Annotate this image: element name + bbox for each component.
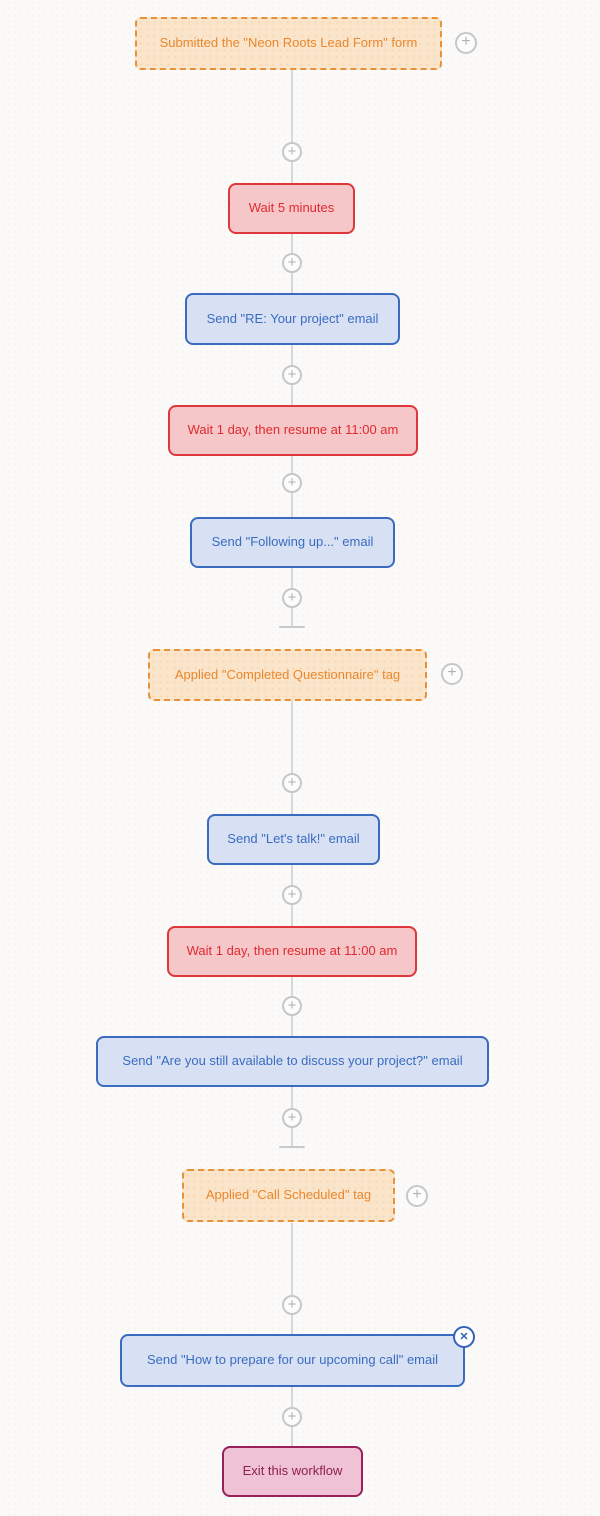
- plus-icon: +: [461, 33, 471, 50]
- node-label: Send "Are you still available to discuss…: [122, 1053, 463, 1069]
- plus-icon: +: [287, 773, 297, 791]
- add-step-button[interactable]: +: [282, 996, 302, 1016]
- node-trigger-call-scheduled[interactable]: Applied "Call Scheduled" tag: [182, 1169, 395, 1222]
- node-email-re-your-project[interactable]: Send "RE: Your project" email: [185, 293, 400, 345]
- node-email-how-to-prepare[interactable]: Send "How to prepare for our upcoming ca…: [120, 1334, 465, 1387]
- add-step-button[interactable]: +: [282, 253, 302, 273]
- node-trigger-form-submitted[interactable]: Submitted the "Neon Roots Lead Form" for…: [135, 17, 442, 70]
- node-wait-1-day-a[interactable]: Wait 1 day, then resume at 11:00 am: [168, 405, 418, 456]
- node-exit-workflow[interactable]: Exit this workflow: [222, 1446, 363, 1497]
- plus-icon: +: [412, 1186, 422, 1203]
- connector-line: [291, 1223, 293, 1334]
- plus-icon: +: [287, 1108, 297, 1126]
- node-wait-5-minutes[interactable]: Wait 5 minutes: [228, 183, 355, 234]
- add-step-button[interactable]: +: [282, 588, 302, 608]
- plus-icon: +: [287, 1407, 297, 1425]
- add-step-button[interactable]: +: [282, 142, 302, 162]
- node-label: Submitted the "Neon Roots Lead Form" for…: [159, 35, 418, 51]
- plus-icon: +: [287, 885, 297, 903]
- node-label: Applied "Completed Questionnaire" tag: [174, 666, 401, 682]
- add-step-button[interactable]: +: [282, 473, 302, 493]
- plus-icon: +: [287, 253, 297, 271]
- sequence-end-bar: [279, 1146, 305, 1148]
- node-email-lets-talk[interactable]: Send "Let's talk!" email: [207, 814, 380, 865]
- node-label: Wait 1 day, then resume at 11:00 am: [187, 422, 399, 438]
- node-label: Applied "Call Scheduled" tag: [205, 1187, 372, 1203]
- add-step-button[interactable]: +: [282, 773, 302, 793]
- add-trigger-button[interactable]: +: [441, 663, 463, 685]
- node-label: Exit this workflow: [242, 1463, 343, 1479]
- plus-icon: +: [287, 142, 297, 160]
- add-step-button[interactable]: +: [282, 1108, 302, 1128]
- node-label: Send "How to prepare for our upcoming ca…: [146, 1352, 439, 1368]
- node-label: Wait 1 day, then resume at 11:00 am: [186, 943, 398, 959]
- node-email-following-up[interactable]: Send "Following up..." email: [190, 517, 395, 568]
- remove-node-button[interactable]: ✕: [453, 1326, 475, 1348]
- node-label: Send "RE: Your project" email: [206, 310, 379, 326]
- close-icon: ✕: [459, 1330, 469, 1343]
- node-label: Send "Let's talk!" email: [227, 831, 360, 847]
- add-step-button[interactable]: +: [282, 1295, 302, 1315]
- node-label: Send "Following up..." email: [211, 534, 374, 550]
- node-trigger-completed-questionnaire[interactable]: Applied "Completed Questionnaire" tag: [148, 649, 427, 701]
- plus-icon: +: [287, 1295, 297, 1313]
- add-step-button[interactable]: +: [282, 1407, 302, 1427]
- plus-icon: +: [287, 473, 297, 491]
- plus-icon: +: [447, 664, 457, 681]
- add-step-button[interactable]: +: [282, 885, 302, 905]
- node-email-are-you-still-available[interactable]: Send "Are you still available to discuss…: [96, 1036, 489, 1087]
- plus-icon: +: [287, 588, 297, 606]
- connector-line: [291, 701, 293, 814]
- add-trigger-button[interactable]: +: [455, 32, 477, 54]
- node-wait-1-day-b[interactable]: Wait 1 day, then resume at 11:00 am: [167, 926, 417, 977]
- node-label: Wait 5 minutes: [248, 200, 335, 216]
- add-step-button[interactable]: +: [282, 365, 302, 385]
- plus-icon: +: [287, 996, 297, 1014]
- plus-icon: +: [287, 365, 297, 383]
- add-trigger-button[interactable]: +: [406, 1185, 428, 1207]
- connector-line: [291, 70, 293, 183]
- sequence-end-bar: [279, 626, 305, 628]
